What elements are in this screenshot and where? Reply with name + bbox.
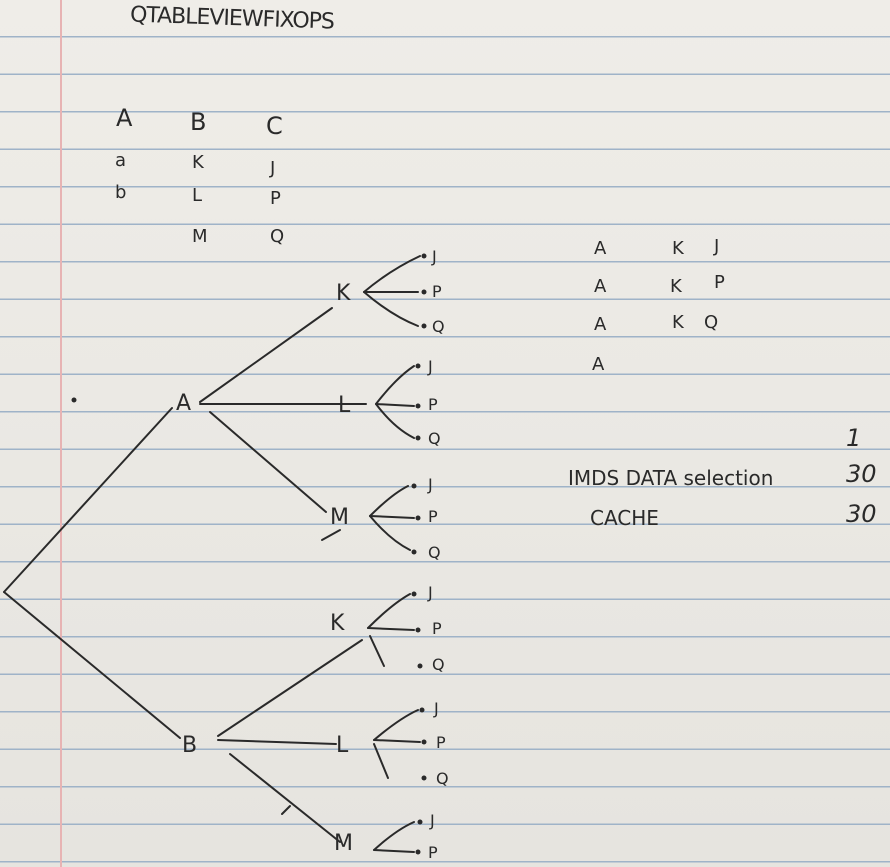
leaf-j: J (427, 583, 433, 602)
col-a-value: a (115, 150, 127, 171)
branch-line (321, 529, 341, 541)
note-number: 30 (846, 500, 877, 528)
dot-mark (415, 403, 421, 409)
leaf-q: Q (428, 543, 441, 562)
leaf-j: J (429, 811, 435, 830)
node-k: K (330, 611, 345, 636)
dot-mark (415, 627, 421, 633)
dot-mark (421, 289, 427, 295)
leaf-p: P (436, 733, 446, 752)
leaf-p: P (432, 619, 442, 638)
branch-line (209, 411, 327, 513)
branch-line (375, 365, 415, 405)
col-c-value: P (270, 188, 281, 209)
note-number: 30 (846, 460, 877, 488)
branch-line (363, 255, 421, 293)
branch-line (373, 821, 415, 851)
leaf-p: P (428, 843, 438, 862)
header-b: B (190, 108, 207, 136)
combo-cell: P (714, 272, 725, 293)
dot-mark (417, 663, 423, 669)
leaf-j: J (431, 247, 437, 266)
node-m: M (334, 831, 353, 856)
branch-line (217, 639, 363, 737)
combo-cell: A (594, 276, 607, 297)
branch-line (367, 593, 411, 629)
leaf-q: Q (432, 317, 445, 336)
branch-line (373, 739, 421, 743)
branch-line (373, 849, 415, 853)
node-m: M (330, 505, 349, 530)
leaf-j: J (427, 475, 433, 494)
node-l: L (336, 733, 349, 758)
col-b-value: K (192, 152, 204, 173)
branch-line (373, 709, 419, 741)
leaf-p: P (428, 507, 438, 526)
branch-line (3, 591, 181, 739)
margin-line (60, 0, 62, 867)
dot-mark (415, 363, 421, 369)
branch-line (375, 403, 415, 407)
col-b-value: L (192, 185, 203, 206)
col-b-value: M (192, 226, 208, 247)
dot-mark (71, 397, 77, 403)
dot-mark (417, 819, 423, 825)
branch-line (369, 485, 409, 517)
leaf-p: P (432, 282, 442, 301)
combo-cell: K (670, 276, 682, 297)
branch-line (373, 743, 389, 779)
branch-line (369, 515, 415, 519)
branch-line (369, 515, 411, 551)
col-c-value: J (270, 158, 276, 179)
dot-mark (421, 775, 427, 781)
combo-cell: K (672, 238, 684, 259)
dot-mark (421, 739, 427, 745)
combo-cell: A (594, 314, 607, 335)
note-number: 1 (846, 424, 862, 452)
leaf-j: J (433, 699, 439, 718)
note-imds: IMDS DATA selection (568, 466, 774, 490)
col-a-value: b (115, 182, 127, 203)
dot-mark (411, 591, 417, 597)
branch-line (363, 291, 419, 327)
dot-mark (415, 849, 421, 855)
combo-cell: J (714, 236, 720, 257)
combo-cell: A (594, 238, 607, 259)
branch-line (217, 739, 337, 745)
dot-mark (421, 253, 427, 259)
leaf-p: P (428, 395, 438, 414)
combo-cell: A (592, 354, 605, 375)
note-cache: CACHE (590, 506, 659, 530)
dot-mark (419, 707, 425, 713)
branch-line (229, 753, 341, 843)
node-b: B (182, 733, 197, 758)
branch-line (199, 307, 333, 403)
dot-mark (421, 323, 427, 329)
combo-cell: K (672, 312, 684, 333)
header-c: C (266, 112, 283, 140)
combo-cell: Q (704, 312, 719, 333)
leaf-q: Q (428, 429, 441, 448)
branch-line (367, 627, 415, 631)
dot-mark (415, 515, 421, 521)
leaf-j: J (427, 357, 433, 376)
node-a: A (176, 391, 191, 416)
branch-line (375, 403, 415, 439)
dot-mark (411, 483, 417, 489)
leaf-q: Q (432, 655, 445, 674)
node-l: L (338, 393, 351, 418)
dot-mark (411, 549, 417, 555)
node-k: K (336, 281, 351, 306)
col-c-value: Q (270, 226, 285, 247)
branch-line (3, 407, 173, 593)
dot-mark (415, 435, 421, 441)
branch-line (369, 635, 385, 667)
header-a: A (116, 104, 133, 132)
branch-line (281, 805, 291, 815)
leaf-q: Q (436, 769, 449, 788)
